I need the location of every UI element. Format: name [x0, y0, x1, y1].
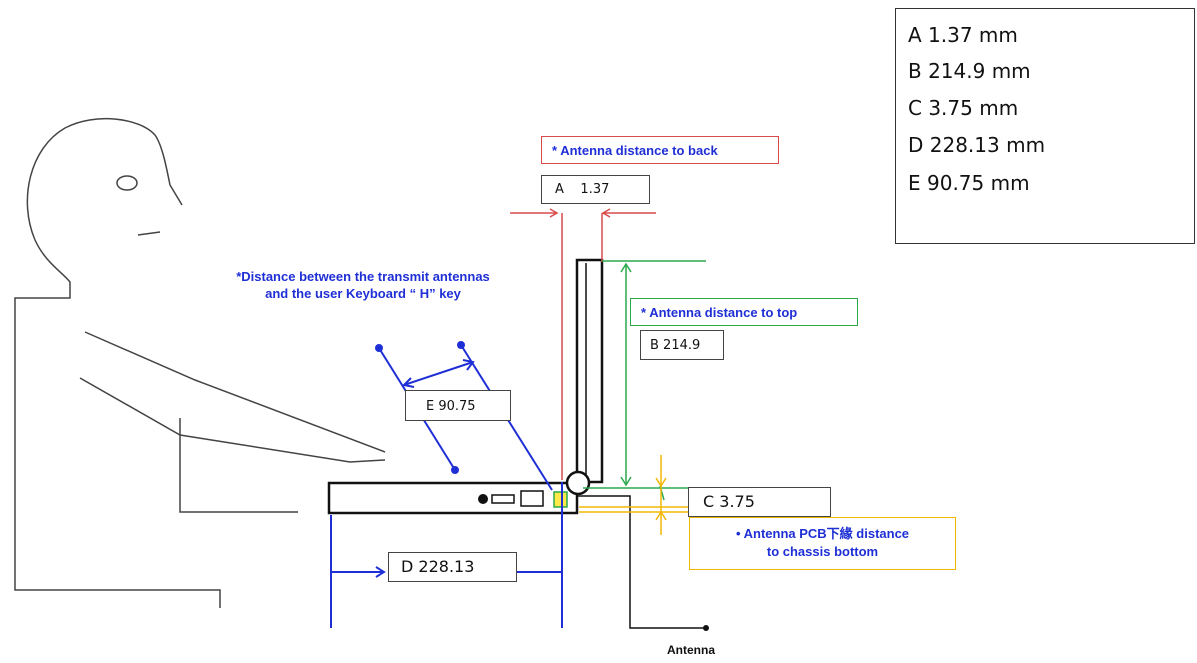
- dim-a-lines: [510, 208, 656, 480]
- port-dot: [478, 494, 488, 504]
- antenna-lead-dot: [703, 625, 709, 631]
- hinge-circle: [565, 470, 591, 496]
- person-head-outline: [14, 117, 221, 608]
- dimension-legend-box: A 1.37 mm B 214.9 mm C 3.75 mm D 228.13 …: [895, 8, 1195, 244]
- antenna-caption: Antenna: [667, 643, 715, 657]
- label-a: A 1.37: [541, 175, 650, 204]
- legend-line-d: D 228.13 mm: [908, 133, 1046, 157]
- note-antenna-distance-to-back: * Antenna distance to back: [541, 136, 779, 164]
- person-figure: [14, 117, 386, 608]
- legend-line-a: A 1.37 mm: [908, 23, 1018, 47]
- label-e: E 90.75: [405, 390, 511, 421]
- dim-b-lines: [583, 260, 706, 501]
- person-mouth: [137, 231, 161, 236]
- note-antenna-distance-to-top: * Antenna distance to top: [630, 298, 858, 326]
- laptop-screen: [575, 258, 604, 484]
- legend-line-e: E 90.75 mm: [908, 171, 1030, 195]
- legend-line-c: C 3.75 mm: [908, 96, 1019, 120]
- note-pcb-distance: • Antenna PCB下緣 distance to chassis bott…: [689, 517, 956, 570]
- note-pcb-line-1: • Antenna PCB下緣 distance: [735, 526, 910, 541]
- person-eye: [116, 175, 138, 191]
- port-slot: [491, 494, 515, 504]
- person-forearm: [79, 377, 386, 463]
- laptop: [327, 258, 709, 631]
- legend-line-b: B 214.9 mm: [908, 59, 1031, 83]
- note-keyboard-distance: *Distance between the transmit antennas …: [180, 268, 546, 302]
- note-keyboard-line-1: *Distance between the transmit antennas: [236, 269, 490, 284]
- dim-c-lines: [579, 455, 690, 535]
- antenna-module: [553, 491, 568, 508]
- label-c: C 3.75: [688, 487, 831, 517]
- note-pcb-line-2: to chassis bottom: [766, 544, 879, 559]
- label-b: B 214.9: [640, 330, 724, 360]
- port-square: [520, 490, 544, 507]
- person-back-line: [179, 418, 298, 513]
- note-keyboard-line-2: and the user Keyboard “ H” key: [265, 286, 461, 301]
- person-upper-arm: [84, 331, 386, 453]
- label-d: D 228.13: [388, 552, 517, 582]
- antenna-lead-line: [578, 495, 706, 629]
